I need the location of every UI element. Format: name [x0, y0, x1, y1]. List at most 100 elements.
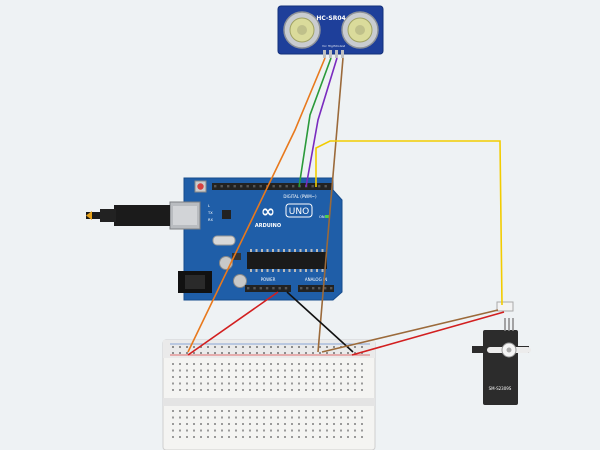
wire-yellow-signal[interactable]	[315, 140, 503, 306]
breadboard-hole	[312, 389, 314, 391]
arduino-uno-board[interactable]: DIGITAL (PWM~) ∞	[86, 177, 343, 301]
ultrasonic-sensor[interactable]: HC-SR04 Vcc Trig Echo Gnd	[277, 5, 384, 58]
servo-motor[interactable]: SM-S2309S	[472, 301, 531, 405]
breadboard-hole	[193, 423, 195, 425]
breadboard-hole	[326, 410, 328, 412]
breadboard-hole	[347, 363, 349, 365]
header-pin	[247, 287, 250, 290]
breadboard-hole	[277, 382, 279, 385]
breadboard-hole	[361, 346, 363, 348]
wire-green-trig[interactable]	[298, 57, 332, 188]
wire-brown-gnd[interactable]	[317, 57, 344, 353]
breadboard-hole	[263, 416, 265, 419]
breadboard-hole	[326, 363, 328, 365]
tx-label: TX	[207, 211, 213, 215]
breadboard-hole	[193, 389, 195, 391]
ultrasonic-transducer-icon	[283, 11, 321, 49]
breadboard-hole	[312, 416, 314, 419]
breadboard-hole	[312, 363, 314, 365]
breadboard-hole	[256, 429, 258, 432]
breadboard-hole	[347, 436, 349, 438]
breadboard-hole	[242, 416, 244, 419]
atmega-chip	[247, 252, 327, 269]
breadboard-hole	[298, 346, 300, 348]
breadboard-hole	[221, 410, 223, 412]
breadboard-hole	[291, 346, 293, 348]
breadboard-hole	[228, 416, 230, 419]
breadboard-hole	[186, 363, 188, 365]
sensor-pin-label: Trig	[328, 44, 333, 48]
breadboard-hole	[221, 363, 223, 365]
breadboard-hole	[193, 369, 195, 372]
l-led-label: L	[208, 204, 210, 208]
dc-jack-icon	[178, 271, 212, 293]
breadboard-hole	[172, 429, 174, 432]
breadboard-hole	[214, 363, 216, 365]
breadboard-hole	[186, 389, 188, 391]
breadboard-hole	[221, 346, 223, 348]
breadboard-hole	[193, 436, 195, 438]
breadboard-hole	[249, 436, 251, 438]
breadboard-hole	[312, 410, 314, 412]
breadboard-hole	[284, 429, 286, 432]
breadboard-hole	[235, 410, 237, 412]
breadboard-hole	[214, 423, 216, 425]
breadboard-hole	[221, 436, 223, 438]
breadboard-hole	[207, 423, 209, 425]
breadboard-hole	[270, 376, 272, 378]
breadboard-hole	[312, 376, 314, 378]
breadboard-hole	[333, 423, 335, 425]
breadboard-hole	[298, 389, 300, 391]
breadboard-hole	[207, 369, 209, 372]
breadboard-hole	[326, 389, 328, 391]
breadboard-hole	[298, 410, 300, 412]
wire-brown-servo-gnd[interactable]	[321, 309, 499, 353]
breadboard[interactable]	[162, 339, 376, 450]
breadboard-hole	[340, 416, 342, 419]
chip-leg	[316, 249, 318, 252]
breadboard-hole	[235, 382, 237, 385]
wire-red-servo-vcc[interactable]	[351, 311, 505, 356]
breadboard-hole	[172, 382, 174, 385]
breadboard-hole	[291, 429, 293, 432]
breadboard-hole	[172, 423, 174, 425]
chip-leg	[321, 269, 324, 272]
wire-orange-vcc[interactable]	[187, 57, 326, 353]
breadboard-hole	[186, 382, 188, 385]
chip-leg	[316, 269, 318, 272]
breadboard-hole	[214, 346, 216, 348]
breadboard-hole	[193, 416, 195, 419]
arduino-model-label: UNO	[289, 207, 309, 217]
breadboard-hole	[172, 389, 174, 391]
breadboard-hole	[333, 436, 335, 438]
wires	[187, 57, 505, 356]
breadboard-hole	[361, 410, 363, 412]
breadboard-hole	[277, 363, 279, 365]
breadboard-hole	[207, 382, 209, 385]
breadboard-hole	[228, 352, 230, 354]
chip-leg	[288, 249, 291, 252]
breadboard-hole	[207, 429, 209, 432]
breadboard-hole	[214, 410, 216, 412]
header-pin	[246, 185, 249, 188]
regulator-chip	[232, 253, 241, 260]
breadboard-hole	[186, 429, 188, 432]
crystal-oscillator	[212, 235, 236, 246]
wire-red-5v[interactable]	[187, 291, 279, 356]
breadboard-hole	[235, 346, 237, 348]
breadboard-hole	[284, 382, 286, 385]
breadboard-hole	[172, 346, 174, 348]
wire-black-gnd[interactable]	[286, 291, 354, 353]
wire-purple-echo[interactable]	[305, 57, 338, 188]
breadboard-hole	[319, 352, 321, 354]
chip-leg	[261, 269, 263, 272]
breadboard-hole	[214, 369, 216, 372]
breadboard-hole	[242, 389, 244, 391]
breadboard-hole	[186, 376, 188, 378]
reset-button-icon[interactable]	[194, 180, 207, 193]
breadboard-hole	[228, 363, 230, 365]
breadboard-hole	[361, 423, 363, 425]
breadboard-hole	[270, 363, 272, 365]
chip-leg	[305, 269, 307, 272]
breadboard-hole	[326, 416, 328, 419]
